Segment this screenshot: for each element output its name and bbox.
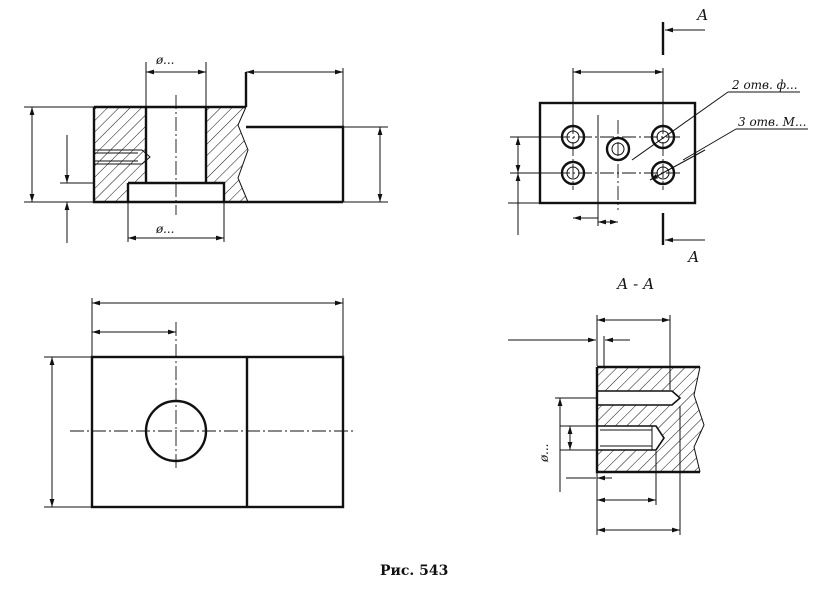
dia-top-label: ø...	[155, 53, 174, 67]
dia-section-label: ø...	[537, 444, 551, 463]
holes-3-label: 3 отв. М...	[738, 115, 806, 129]
top-view	[44, 298, 355, 509]
figure-caption: Рис. 543	[380, 563, 448, 579]
section-mark-top: А	[696, 6, 708, 24]
section-a-a: А - А ø...	[508, 275, 705, 535]
dia-bottom-label: ø...	[155, 222, 174, 236]
section-mark-bottom: А	[687, 248, 699, 266]
section-title: А - А	[616, 275, 654, 293]
front-view: ø... ø...	[24, 53, 388, 243]
holes-2-label: 2 отв. ф...	[731, 78, 798, 92]
side-view: А А 2 отв. ф... 3 отв. М...	[508, 6, 808, 266]
